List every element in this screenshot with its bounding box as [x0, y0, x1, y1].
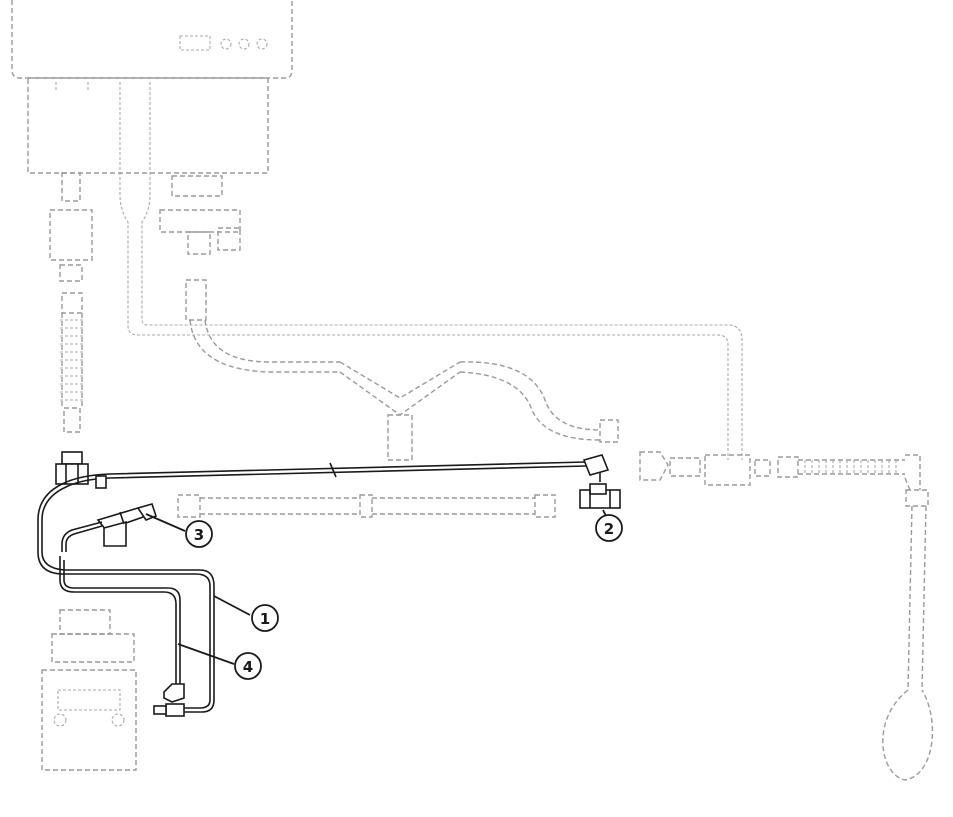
leader-lines — [145, 509, 608, 665]
left-tubing-stack-outline — [49, 172, 93, 433]
callout-3: 3 — [185, 520, 213, 548]
callout-4-label: 4 — [243, 658, 253, 676]
callout-1: 1 — [251, 604, 279, 632]
corrugated-limbs-outline — [189, 319, 619, 461]
callout-2: 2 — [595, 514, 623, 542]
sample-line-ghost — [119, 92, 743, 460]
right-wye-and-bag-outline — [639, 451, 934, 781]
highlighted-parts: 1 2 3 4 — [37, 451, 623, 717]
ghost-context — [11, 0, 934, 781]
straight-hose-outline — [177, 494, 556, 518]
exhaust-line — [59, 556, 185, 703]
gas-analyzer-outline — [41, 609, 137, 771]
sample-line — [37, 461, 587, 717]
exhalation-port-outline — [159, 175, 241, 321]
upper-adapter — [55, 451, 89, 485]
airway-adapter — [579, 483, 621, 509]
sample-elbow — [582, 454, 610, 482]
water-trap-adapter — [61, 503, 157, 552]
ventilator-unit-outline — [11, 0, 293, 174]
callout-4: 4 — [234, 652, 262, 680]
callout-3-label: 3 — [194, 526, 204, 544]
callout-1-label: 1 — [260, 610, 270, 628]
callout-2-label: 2 — [604, 520, 614, 538]
